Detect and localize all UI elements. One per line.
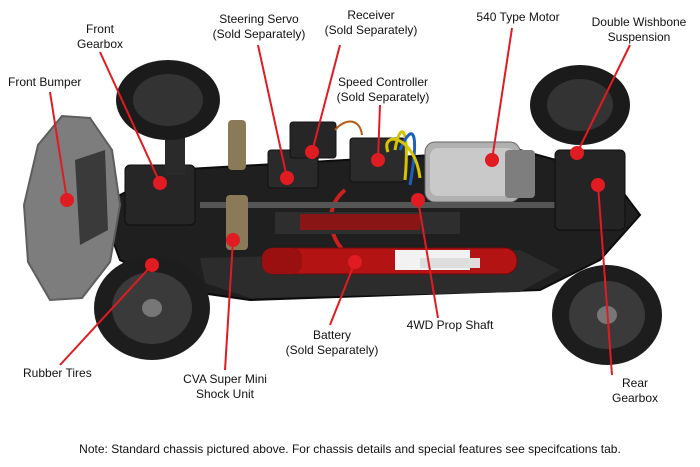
battery-shape bbox=[261, 247, 518, 275]
label-line: Gearbox bbox=[76, 37, 124, 51]
label-line: CVA Super Mini bbox=[183, 372, 267, 386]
label-front-bumper: Front Bumper bbox=[8, 75, 81, 90]
label-line: 540 Type Motor bbox=[476, 10, 560, 24]
dot-rubber-tires bbox=[145, 258, 159, 272]
dot-double-wishbone bbox=[570, 146, 584, 160]
dot-rear-gearbox bbox=[591, 178, 605, 192]
label-rear-gearbox: Rear Gearbox bbox=[600, 376, 670, 406]
dot-steering-servo bbox=[280, 171, 294, 185]
label-line: Rear bbox=[621, 376, 648, 390]
label-line: Battery bbox=[312, 328, 351, 342]
label-line: Receiver bbox=[347, 8, 395, 22]
leader-front-gearbox bbox=[99, 51, 161, 184]
dot-front-gearbox bbox=[153, 176, 167, 190]
front-gearbox-shape bbox=[124, 164, 196, 226]
label-cva-shock: CVA Super Mini Shock Unit bbox=[175, 372, 275, 402]
label-speed-controller: Speed Controller (Sold Separately) bbox=[330, 75, 436, 105]
dot-speed-controller bbox=[371, 153, 385, 167]
label-battery: Battery (Sold Separately) bbox=[280, 328, 384, 358]
label-line: Double Wishbone bbox=[591, 15, 687, 29]
label-front-gearbox: Front Gearbox bbox=[60, 22, 140, 52]
label-line: Front Bumper bbox=[8, 75, 82, 89]
leader-rubber-tires bbox=[59, 264, 153, 366]
label-line: Steering Servo bbox=[219, 12, 299, 26]
dot-cva-shock bbox=[226, 233, 240, 247]
label-receiver: Receiver (Sold Separately) bbox=[318, 8, 424, 38]
leader-cva-shock bbox=[224, 239, 234, 371]
label-steering-servo: Steering Servo (Sold Separately) bbox=[204, 12, 314, 42]
rear-gearbox-shape bbox=[554, 149, 626, 231]
leader-prop-shaft bbox=[417, 199, 439, 319]
leader-speed-controller bbox=[377, 104, 381, 161]
label-prop-shaft: 4WD Prop Shaft bbox=[400, 318, 500, 333]
label-line: 4WD Prop Shaft bbox=[406, 318, 494, 332]
label-double-wishbone: Double Wishbone Suspension bbox=[584, 15, 694, 45]
label-line: Rubber Tires bbox=[23, 366, 92, 380]
callout-lines bbox=[49, 27, 631, 376]
label-rubber-tires: Rubber Tires bbox=[23, 366, 92, 381]
label-line: Front bbox=[85, 22, 114, 36]
dot-prop-shaft bbox=[411, 193, 425, 207]
label-motor: 540 Type Motor bbox=[468, 10, 568, 25]
leader-motor bbox=[491, 27, 513, 161]
leader-steering-servo bbox=[257, 44, 288, 179]
dot-front-bumper bbox=[60, 193, 74, 207]
label-line: (Sold Separately) bbox=[212, 27, 306, 41]
chassis-illustration bbox=[22, 60, 662, 365]
label-line: Gearbox bbox=[611, 391, 659, 405]
prop-shaft-shape bbox=[200, 202, 560, 208]
leader-receiver bbox=[311, 44, 341, 153]
dot-battery bbox=[348, 255, 362, 269]
wheel-front-right bbox=[94, 256, 210, 360]
leader-double-wishbone bbox=[576, 44, 631, 154]
dot-motor bbox=[485, 153, 499, 167]
leader-battery bbox=[329, 261, 356, 326]
label-line: Speed Controller bbox=[337, 75, 429, 89]
callout-dots bbox=[60, 145, 605, 272]
dot-receiver bbox=[305, 145, 319, 159]
motor-shape bbox=[424, 141, 535, 203]
leader-rear-gearbox bbox=[597, 184, 613, 376]
label-line: (Sold Separately) bbox=[285, 343, 379, 357]
wheel-front-left bbox=[116, 60, 220, 140]
label-line: Shock Unit bbox=[195, 387, 255, 401]
leader-front-bumper bbox=[49, 91, 68, 201]
wheel-rear-left bbox=[530, 65, 630, 145]
label-line: (Sold Separately) bbox=[324, 23, 418, 37]
footer-note: Note: Standard chassis pictured above. F… bbox=[79, 442, 621, 456]
label-line: Suspension bbox=[607, 30, 671, 44]
label-line: (Sold Separately) bbox=[336, 90, 430, 104]
